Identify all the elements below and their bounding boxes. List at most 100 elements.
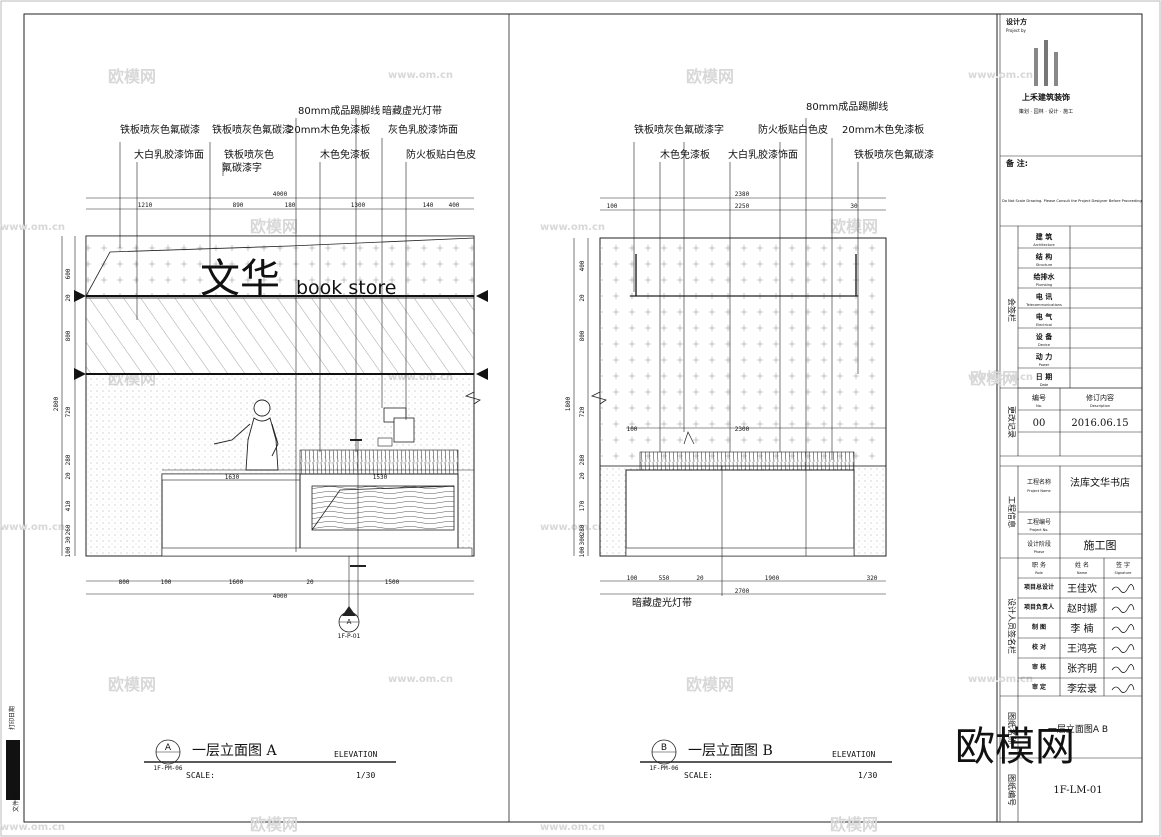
project-no-label-en: Project No. (1030, 528, 1049, 532)
drawing-title: 一层立面图 A (192, 743, 277, 759)
revision-no-label-en: No. (1036, 404, 1042, 408)
discipline-label-en: Device (1038, 343, 1050, 347)
watermark-brand: 欧模网 (108, 675, 156, 694)
signature-mark (1111, 684, 1135, 693)
dim-label: 100 (627, 575, 638, 582)
drawing-name: 一层立面图A B (1048, 723, 1108, 735)
logo-text: 上禾建筑装饰 (1022, 92, 1070, 102)
callout-label: 暗藏虚光灯带 (382, 104, 442, 117)
person-role: 制 图 (1032, 623, 1046, 631)
revision-date: 2016.06.15 (1071, 418, 1128, 429)
watermark-brand: 欧模网 (686, 67, 734, 86)
discipline-label-en: Architecture (1033, 243, 1054, 247)
dim-label: 1630 (225, 474, 240, 481)
dim-label: 2250 (735, 203, 750, 210)
drawing-no-label: 图纸编号 (1007, 774, 1017, 806)
callout-label: 铁板喷灰色 (224, 148, 274, 161)
watermark-url: www.om.cn (388, 70, 453, 81)
discipline-label: 日 期 (1036, 372, 1052, 381)
watermark-brand: 欧模网 (686, 675, 734, 694)
dim-label: 20 (65, 472, 72, 480)
callout-label: 氟碳漆字 (222, 161, 262, 174)
dim-label: 400 (449, 202, 460, 209)
dim-label: 800 (119, 579, 130, 586)
discipline-label-en: Electrical (1036, 323, 1052, 327)
discipline-label-en: Structure (1036, 263, 1052, 267)
people-header: 职 务 (1032, 561, 1046, 569)
watermark-brand: 欧模网 (250, 217, 298, 236)
people-header-en: Name (1077, 571, 1087, 575)
person-role: 校 对 (1032, 643, 1046, 651)
callout-label: 80mm成品踢脚线 (806, 100, 888, 113)
dim-label: 2800 (53, 396, 60, 411)
stage-value: 施工图 (1084, 539, 1117, 552)
signature-mark (1111, 664, 1135, 673)
callout-label: 木色免漆板 (660, 148, 710, 161)
project-info-label: 工程信息 (1007, 496, 1017, 528)
dim-label: 1500 (385, 579, 400, 586)
discipline-label-en: Plumbing (1036, 283, 1052, 287)
discipline-label-en: Date (1040, 383, 1048, 387)
designer-label-en: Project by (1006, 28, 1026, 33)
dim-label: 100 (607, 203, 618, 210)
watermark-url: www.om.cn (968, 70, 1033, 81)
project-no-label: 工程编号 (1027, 518, 1051, 526)
dim-label: 890 (233, 202, 244, 209)
dim-label: 280 (579, 454, 586, 465)
dim-label: 2300 (735, 426, 750, 433)
callout-label: 铁板喷灰色氟碳漆字 (634, 123, 724, 136)
notes-label: 备 注: (1005, 158, 1028, 168)
callout-label: 木色免漆板 (320, 148, 370, 161)
revision-no: 00 (1033, 418, 1046, 429)
scale-value: 1/30 (356, 771, 375, 780)
people-header-en: Signature (1115, 571, 1132, 575)
logo-mark (1034, 40, 1058, 86)
person-role: 审 核 (1032, 663, 1046, 671)
watermark-big: 欧模网 (955, 724, 1075, 770)
dim-label: 1210 (138, 202, 153, 209)
drawing-title-en: ELEVATION (334, 750, 378, 759)
person-name: 李 楠 (1070, 622, 1093, 635)
dim-label: 720 (579, 406, 586, 417)
dim-label: 170 (579, 500, 586, 511)
dim-label: 320 (867, 575, 878, 582)
title-number: A (165, 743, 172, 753)
callout-label: 80mm成品踢脚线 (298, 104, 380, 117)
project-name: 法库文华书店 (1070, 476, 1130, 489)
callout-label: 铁板喷灰色氟碳漆 (854, 148, 934, 161)
logo-subtext: 策划 · 园林 · 设计 · 施工 (1019, 108, 1073, 115)
watermark-brand: 欧模网 (830, 815, 878, 834)
watermark-brand: 欧模网 (970, 369, 1018, 388)
stage-label: 设计阶段 (1027, 540, 1051, 548)
dim-label: 720 (65, 406, 72, 417)
dim-label: 20 (65, 294, 72, 302)
signature-mark (1111, 584, 1135, 593)
dim-label: 30 (850, 203, 858, 210)
person-name: 王鸿亮 (1067, 642, 1097, 655)
scale-label: SCALE: (684, 771, 713, 780)
title-ref: 1F-PM-06 (650, 765, 679, 772)
person-name: 王佳欢 (1067, 582, 1097, 595)
discipline-label: 结 构 (1035, 252, 1052, 261)
scale-label: SCALE: (186, 771, 215, 780)
dim-label: 100 (65, 546, 72, 557)
print-stamp (6, 740, 20, 800)
watermark-url: www.om.cn (968, 372, 1033, 383)
dim-label: 2380 (735, 191, 750, 198)
watermark-url: www.om.cn (0, 822, 65, 833)
discipline-label: 电 气 (1036, 312, 1052, 321)
section-ref: 1F-P-01 (338, 633, 361, 640)
dim-label: 280 (579, 524, 586, 535)
dim-label: 800 (65, 330, 72, 341)
section-tag: A (347, 618, 352, 626)
signature-mark (1111, 604, 1135, 613)
callout-label: 大白乳胶漆饰面 (728, 148, 798, 161)
person-role: 审 定 (1032, 683, 1046, 691)
dim-label: 300 (579, 534, 586, 545)
dim-label: 280 (65, 454, 72, 465)
dim-label: 1800 (565, 396, 572, 411)
drawing-title: 一层立面图 B (688, 743, 773, 759)
stamp-print-date: 打印日期 (8, 706, 16, 730)
callout-label: 暗藏虚光灯带 (632, 596, 692, 609)
